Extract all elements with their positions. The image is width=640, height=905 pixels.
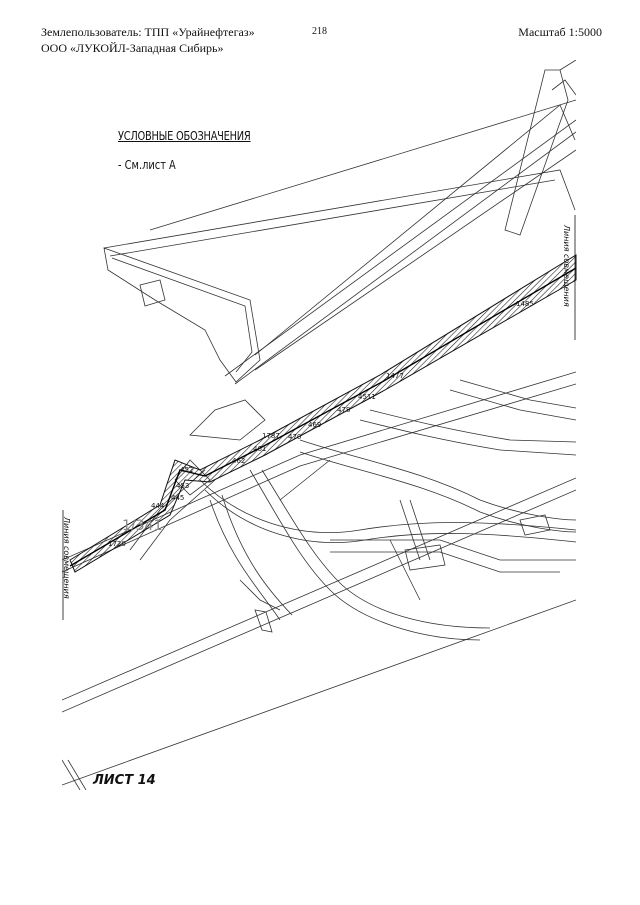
land-user-text: Землепользователь: ТПП «Урайнефтегаз» — [41, 25, 255, 39]
organization-text: ООО «ЛУКОЙЛ-Западная Сибирь» — [41, 41, 224, 55]
point-label: 469 — [308, 421, 321, 429]
point-label: 470 — [288, 433, 301, 441]
point-label: 453 — [176, 482, 189, 490]
point-label: 1720 — [108, 540, 126, 548]
pipeline-corridor — [69, 254, 577, 573]
point-label: 444 — [151, 502, 165, 510]
legend-title: УСЛОВНЫЕ ОБОЗНАЧЕНИЯ — [118, 129, 251, 143]
point-label: 462 — [232, 457, 245, 465]
scale-text: Масштаб 1:5000 — [518, 25, 602, 39]
point-labels: 1720 444 445 453 452 462 461 1787 470 46… — [108, 300, 534, 548]
legend-entry: - См.лист А — [118, 158, 176, 172]
point-label: 1787 — [262, 432, 280, 440]
map-linework — [62, 60, 576, 790]
point-label: 452 — [180, 466, 193, 474]
point-label: 445 — [171, 494, 184, 502]
point-label: 1477 — [386, 372, 404, 380]
join-line-label-left: Линия совмещения — [62, 516, 71, 599]
point-label: 1485 — [516, 300, 534, 308]
join-line-label-right: Линия совмещения — [562, 224, 571, 307]
block-label: 1/341 — [122, 518, 162, 534]
point-label: 478 — [337, 406, 350, 414]
sheet-label: ЛИСТ 14 — [93, 773, 156, 788]
page-number: 218 — [312, 26, 327, 37]
point-label: 461 — [253, 445, 266, 453]
point-label: 4511 — [358, 393, 376, 401]
